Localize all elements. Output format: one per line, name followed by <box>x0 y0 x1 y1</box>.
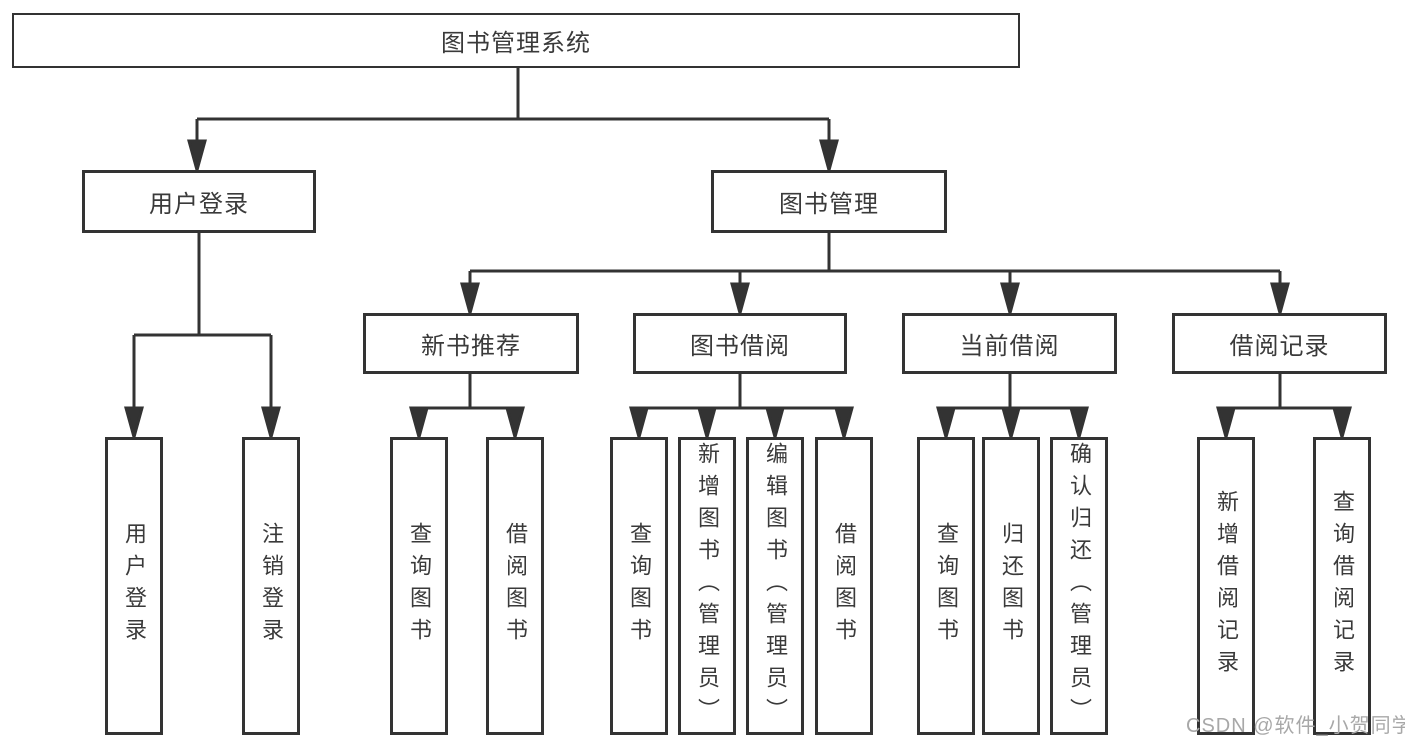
connector-new-book-split <box>417 374 517 412</box>
arrowhead <box>936 406 956 443</box>
arrowhead <box>1332 406 1352 443</box>
leaf-query-books-3-label: 查询图书 <box>934 522 959 650</box>
leaf-query-books-1-label: 查询图书 <box>407 522 432 650</box>
node-new-book-recommend: 新书推荐 <box>363 313 579 374</box>
leaf-query-books-2: 查询图书 <box>610 437 668 735</box>
leaf-add-book-admin: 新增图书（管理员） <box>678 437 736 735</box>
arrowhead <box>409 406 429 443</box>
leaf-query-books-3: 查询图书 <box>917 437 975 735</box>
connector-borrow-record-split <box>1224 374 1344 412</box>
node-new-book-recommend-label: 新书推荐 <box>421 333 521 360</box>
leaf-user-login: 用户登录 <box>105 437 163 735</box>
leaf-borrow-books-1: 借阅图书 <box>486 437 544 735</box>
connector-root-split <box>195 68 831 145</box>
connector-book-mgmt-split <box>468 233 1282 288</box>
leaf-add-book-admin-label: 新增图书（管理员） <box>695 442 720 730</box>
leaf-logout: 注销登录 <box>242 437 300 735</box>
node-book-borrow: 图书借阅 <box>633 313 847 374</box>
leaf-query-borrow-record: 查询借阅记录 <box>1313 437 1371 735</box>
leaf-add-borrow-record: 新增借阅记录 <box>1197 437 1255 735</box>
arrowhead <box>460 282 480 319</box>
arrowhead <box>505 406 525 443</box>
arrowhead <box>765 406 785 443</box>
leaf-confirm-return-admin-label: 确认归还（管理员） <box>1067 442 1092 730</box>
arrowhead <box>124 406 144 443</box>
connector-user-login-split <box>132 233 273 412</box>
node-root: 图书管理系统 <box>12 13 1020 68</box>
leaf-borrow-books-2-label: 借阅图书 <box>832 522 857 650</box>
arrowhead <box>1001 406 1021 443</box>
leaf-confirm-return-admin: 确认归还（管理员） <box>1050 437 1108 735</box>
arrowhead <box>697 406 717 443</box>
leaf-query-borrow-record-label: 查询借阅记录 <box>1330 490 1355 682</box>
node-user-login: 用户登录 <box>82 170 316 233</box>
leaf-user-login-label: 用户登录 <box>122 522 147 650</box>
arrowhead <box>629 406 649 443</box>
node-book-borrow-label: 图书借阅 <box>690 333 790 360</box>
arrowhead <box>730 282 750 319</box>
leaf-query-books-1: 查询图书 <box>390 437 448 735</box>
connector-current-borrow-split <box>944 374 1081 412</box>
node-book-management-label: 图书管理 <box>779 191 879 218</box>
node-book-management: 图书管理 <box>711 170 947 233</box>
node-borrow-records-label: 借阅记录 <box>1229 333 1330 360</box>
node-current-borrow-label: 当前借阅 <box>959 333 1060 360</box>
arrowhead <box>1000 282 1020 319</box>
arrowhead <box>1216 406 1236 443</box>
arrowhead <box>187 139 207 176</box>
node-current-borrow: 当前借阅 <box>902 313 1117 374</box>
leaf-edit-book-admin-label: 编辑图书（管理员） <box>763 442 788 730</box>
arrowhead <box>834 406 854 443</box>
leaf-edit-book-admin: 编辑图书（管理员） <box>746 437 804 735</box>
arrowhead <box>1270 282 1290 319</box>
watermark: CSDN @软件_小贺同学 <box>1186 715 1405 737</box>
arrowhead <box>1069 406 1089 443</box>
node-user-login-label: 用户登录 <box>149 191 249 218</box>
arrowhead <box>261 406 281 443</box>
node-root-label: 图书管理系统 <box>441 30 591 57</box>
arrowhead <box>819 139 839 176</box>
node-borrow-records: 借阅记录 <box>1172 313 1387 374</box>
leaf-logout-label: 注销登录 <box>259 522 284 650</box>
connector-book-borrow-split <box>637 374 846 412</box>
leaf-return-book: 归还图书 <box>982 437 1040 735</box>
leaf-add-borrow-record-label: 新增借阅记录 <box>1214 490 1239 682</box>
leaf-borrow-books-1-label: 借阅图书 <box>503 522 528 650</box>
leaf-return-book-label: 归还图书 <box>999 522 1024 650</box>
leaf-query-books-2-label: 查询图书 <box>627 522 652 650</box>
leaf-borrow-books-2: 借阅图书 <box>815 437 873 735</box>
